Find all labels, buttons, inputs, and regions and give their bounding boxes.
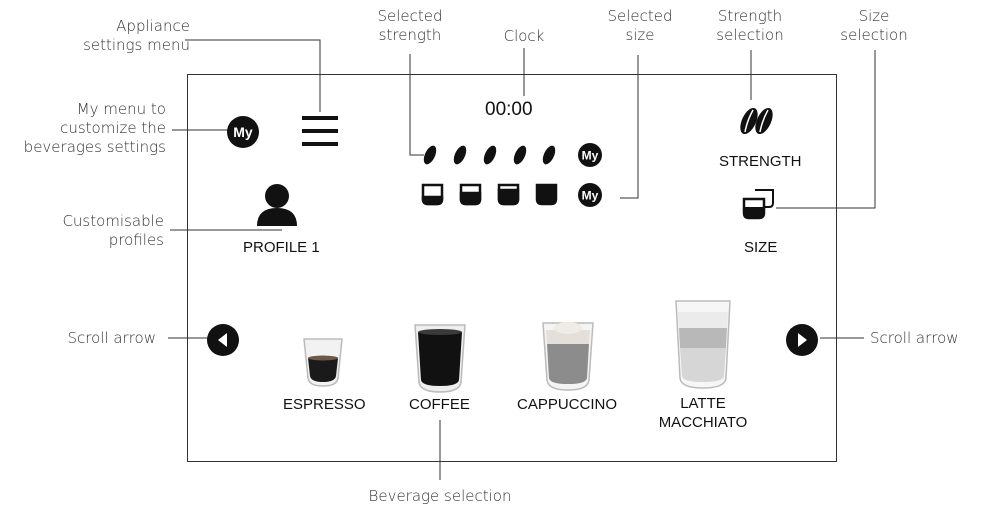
my-menu-label: My — [233, 124, 253, 140]
callout-selected-size: Selected size — [607, 7, 673, 44]
size-cup-icon — [421, 183, 444, 206]
machine-display-screen — [187, 74, 837, 462]
scroll-right-arrow-icon[interactable] — [786, 324, 818, 356]
callout-clock: Clock — [503, 27, 545, 45]
strength-bean-icon — [423, 145, 437, 165]
my-size-badge-label: My — [582, 189, 599, 203]
espresso-glass-icon[interactable] — [301, 336, 345, 388]
cappuccino-glass-icon[interactable] — [540, 320, 596, 392]
size-selection-cups-icon[interactable] — [742, 188, 778, 220]
clock-display: 00:00 — [485, 99, 533, 120]
selected-size-indicator: My — [421, 183, 602, 207]
beverage-latte-macchiato-label[interactable]: LATTE MACCHIATO — [658, 395, 748, 431]
profile-name-label[interactable]: PROFILE 1 — [243, 239, 320, 256]
coffee-glass-icon[interactable] — [412, 322, 468, 394]
appliance-settings-menu-icon[interactable] — [302, 114, 338, 148]
size-selection-label[interactable]: SIZE — [744, 239, 778, 256]
callout-strength-selection: Strength selection — [716, 7, 784, 44]
strength-selection-label[interactable]: STRENGTH — [719, 153, 802, 170]
callout-scroll-arrow-right: Scroll arrow — [870, 329, 959, 347]
my-strength-badge-icon — [578, 143, 602, 167]
callout-my-menu: My menu to customize the beverages setti… — [23, 100, 166, 156]
strength-bean-icon — [513, 145, 527, 165]
latte-macchiato-glass-icon[interactable] — [673, 298, 733, 390]
strength-bean-icon — [453, 145, 467, 165]
size-cup-icon — [535, 183, 558, 206]
strength-selection-beans-icon[interactable] — [737, 104, 777, 138]
beverage-espresso-label[interactable]: ESPRESSO — [283, 396, 366, 413]
beverage-coffee-label[interactable]: COFFEE — [409, 396, 470, 413]
profile-avatar-icon[interactable] — [255, 182, 299, 226]
beverage-cappuccino-label[interactable]: CAPPUCCINO — [517, 396, 618, 413]
callout-customisable-profiles: Customisable profiles — [62, 212, 164, 249]
strength-bean-icon — [542, 145, 556, 165]
scroll-left-arrow-icon[interactable] — [207, 324, 239, 356]
my-size-badge-icon — [578, 183, 602, 207]
selected-strength-indicator: My — [423, 143, 602, 167]
size-cup-icon — [459, 183, 482, 206]
callout-scroll-arrow-left: Scroll arrow — [67, 329, 156, 347]
size-cup-icon — [497, 183, 520, 206]
my-strength-badge-label: My — [582, 149, 599, 163]
callout-size-selection: Size selection — [840, 7, 908, 44]
callout-appliance-settings-menu: Appliance settings menu — [83, 17, 190, 54]
strength-bean-icon — [483, 145, 497, 165]
callout-selected-strength: Selected strength — [377, 7, 443, 44]
callout-beverage-selection: Beverage selection — [368, 487, 512, 505]
my-menu-button[interactable]: My — [227, 116, 259, 148]
